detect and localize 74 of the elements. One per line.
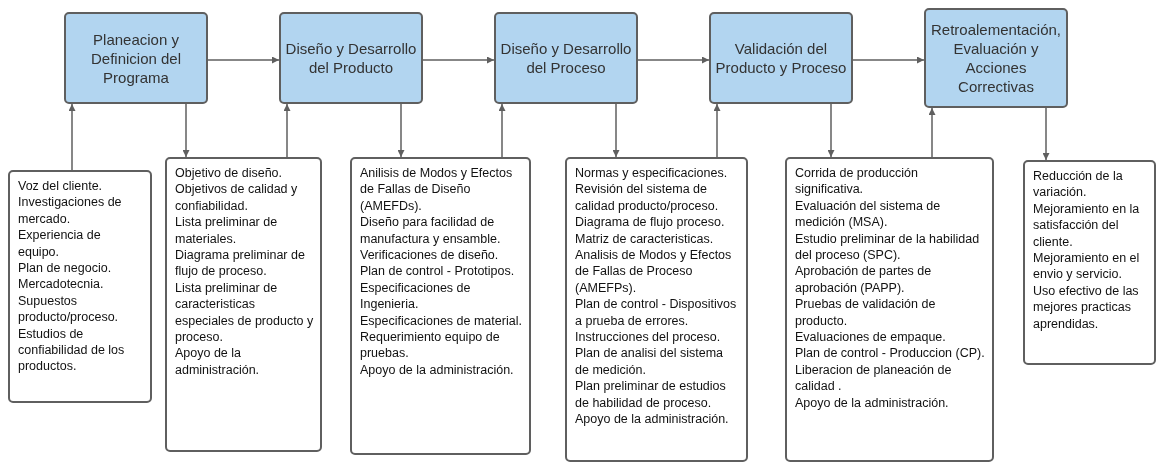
list-item: Mercadotecnia. xyxy=(18,276,105,293)
list-item: Analisis de Modos y Efectos de Fallas de Proceso (AMEFPs). xyxy=(575,247,733,297)
list-item: Instrucciones del proceso. xyxy=(575,329,722,346)
note-box xyxy=(350,157,531,455)
list-item: Plan de control - Produccion (CP). xyxy=(795,345,986,362)
list-item: Experiencia de equipo. xyxy=(18,227,102,261)
arrow xyxy=(68,103,76,171)
list-item: Plan preliminar de estudios de habilidad de proceso. xyxy=(575,378,727,412)
list-item: Normas y especificaciones. xyxy=(575,165,729,182)
list-item: Reducción de la variación. xyxy=(1033,168,1124,201)
arrow xyxy=(827,103,835,158)
step-title: Diseño y Desarrollo del Proceso xyxy=(499,39,633,77)
list-item: Mejoramiento en la satisfacción del cliente. xyxy=(1033,200,1141,251)
list-item: Anilisis de Modos y Efectos de Fallas de Diseño (AMEFDs). xyxy=(360,165,514,215)
step-title: Planeacion y Definicion del Programa xyxy=(89,29,183,87)
process-box xyxy=(279,12,423,104)
list-item: Matriz de caracteristicas. xyxy=(575,230,715,248)
arrow xyxy=(713,103,721,158)
list-item: Liberacion de planeación de calidad . xyxy=(795,361,953,395)
arrow xyxy=(422,56,495,64)
list-item: Uso efectivo de las mejores practicas aprendidas. xyxy=(1033,282,1140,333)
list-item: Diseño para facilidad de manufactura y ensamble. xyxy=(360,214,502,248)
list-item: Plan de negocio. xyxy=(18,260,113,277)
step-title: Diseño y Desarrollo del Producto xyxy=(284,39,418,77)
process-box xyxy=(494,12,638,104)
list-item: Voz del cliente. xyxy=(18,178,104,195)
process-box xyxy=(924,8,1068,108)
note-box xyxy=(1023,160,1156,365)
arrow xyxy=(207,56,280,64)
list-item: Lista preliminar de materiales. xyxy=(175,214,279,248)
arrow xyxy=(612,103,620,158)
list-item: Verificaciones de diseño. xyxy=(360,247,500,264)
arrow xyxy=(1042,107,1050,161)
process-box xyxy=(64,12,208,104)
list-item: Pruebas de validación de producto. xyxy=(795,296,937,330)
list-item: Evaluaciones de empaque. xyxy=(795,329,947,346)
list-item: Diagrama preliminar de flujo de proceso. xyxy=(175,247,306,280)
list-item: Apoyo de la administración. xyxy=(575,411,730,428)
step-title: Retroalementación, Evaluación y Acciones Correctivas xyxy=(929,20,1063,96)
list-item: Apoyo de la administración. xyxy=(175,345,261,379)
list-item: Apoyo de la administración. xyxy=(795,394,950,412)
list-item: Investigaciones de mercado. xyxy=(18,194,123,228)
arrow xyxy=(283,103,291,158)
arrow xyxy=(182,103,190,158)
step-title: Validación del Producto y Proceso xyxy=(714,39,848,77)
list-item: Objetivos de calidad y confiabilidad. xyxy=(175,181,299,215)
note-box xyxy=(8,170,152,403)
arrow xyxy=(852,56,925,64)
list-item: Especificaciones de material. xyxy=(360,312,523,330)
arrow xyxy=(637,56,710,64)
list-item: Lista preliminar de caracteristicas especiales de producto y proceso. xyxy=(175,279,314,346)
list-item: Evaluación del sistema de medición (MSA). xyxy=(795,197,942,231)
process-box xyxy=(709,12,853,104)
list-item: Especificaciones de Ingenieria. xyxy=(360,279,472,313)
note-box xyxy=(565,157,748,462)
list-item: Corrida de producción significativa. xyxy=(795,165,919,198)
list-item: Plan de control - Prototipos. xyxy=(360,263,516,280)
list-item: Mejoramiento en el envio y servicio. xyxy=(1033,250,1141,283)
arrow xyxy=(397,103,405,158)
list-item: Apoyo de la administración. xyxy=(360,361,515,379)
note-box xyxy=(785,157,994,462)
list-item: Requerimiento equipo de pruebas. xyxy=(360,329,501,362)
list-item: Objetivo de diseño. xyxy=(175,165,283,182)
list-item: Diagrama de flujo proceso. xyxy=(575,214,726,231)
list-item: Supuestos producto/proceso. xyxy=(18,292,120,326)
list-item: Plan de analisi del sistema de medición. xyxy=(575,345,724,379)
list-item: Estudio preliminar de la habilidad del proceso (SPC). xyxy=(795,230,981,264)
arrow xyxy=(498,103,506,158)
list-item: Aprobación de partes de aprobación (PAPP). xyxy=(795,263,933,297)
arrow xyxy=(928,107,936,158)
note-box xyxy=(165,157,322,452)
list-item: Revisión del sistema de calidad producto/proceso. xyxy=(575,181,720,215)
list-item: Plan de control - Dispositivos a prueba de errores. xyxy=(575,296,738,330)
list-item: Estudios de confiabilidad de los productos. xyxy=(18,325,126,375)
